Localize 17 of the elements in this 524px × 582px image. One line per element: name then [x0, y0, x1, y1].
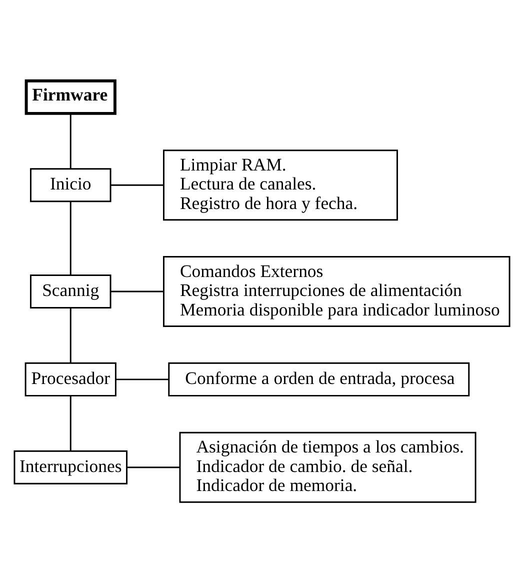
connector	[70, 112, 72, 168]
node-box: Asignación de tiempos a los cambios. Indicador de cambio. de señal. Indicador de memoria.	[179, 431, 476, 502]
connector	[126, 466, 180, 468]
connector	[110, 184, 164, 186]
connector	[70, 200, 72, 275]
connector	[110, 290, 164, 292]
node-box: Limpiar RAM. Lectura de canales. Registro de hora y fecha.	[162, 149, 398, 220]
connector	[116, 378, 169, 380]
node-box: Scannig	[30, 274, 112, 308]
node-box: Comandos Externos Registra interrupciones de alimentación Memoria disponible para indicador luminoso	[162, 256, 510, 326]
node-box: Inicio	[30, 168, 112, 202]
connector	[70, 395, 72, 450]
node-box: Procesador	[24, 362, 116, 396]
connector	[70, 307, 72, 362]
node-box: Firmware	[24, 78, 116, 114]
node-box: Conforme a orden de entrada, procesa	[168, 362, 470, 396]
node-box: Interrupciones	[14, 450, 128, 484]
